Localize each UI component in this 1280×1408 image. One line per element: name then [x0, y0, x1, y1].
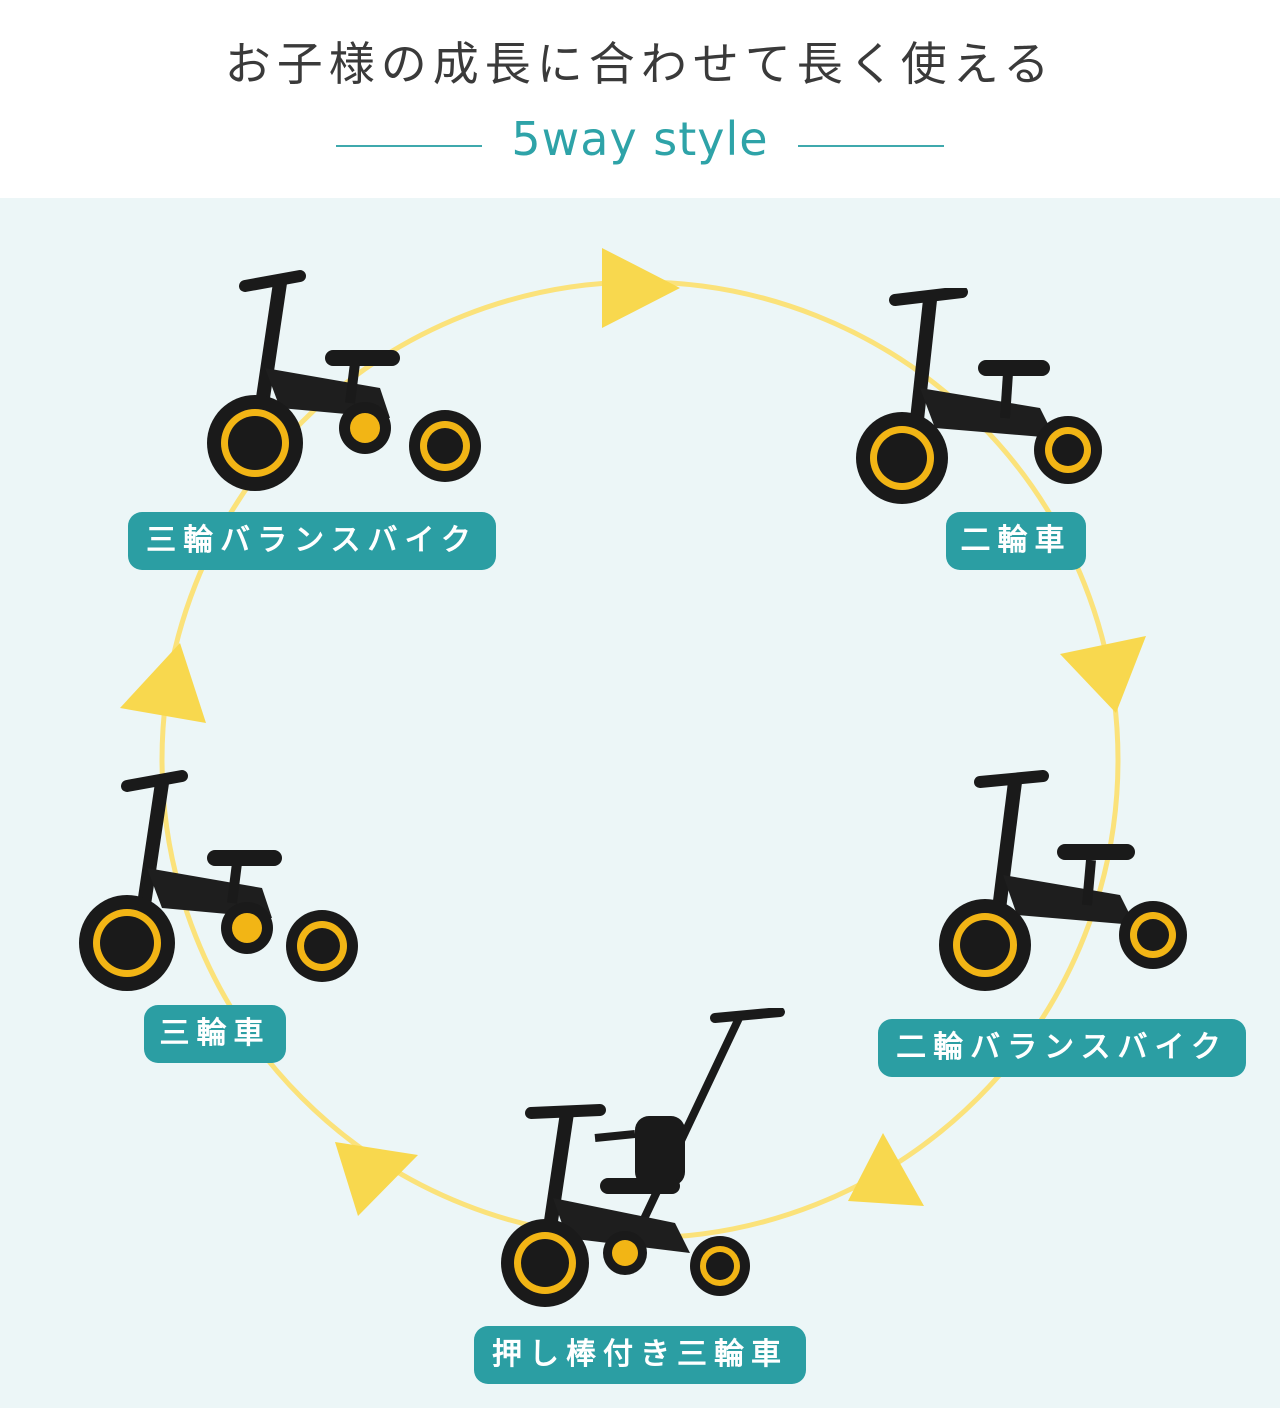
mode-label-push-trike: 押し棒付き三輪車 [474, 1326, 806, 1384]
arrow-bottom-right-icon [848, 1133, 924, 1206]
page-title: お子様の成長に合わせて長く使える [224, 37, 1056, 91]
arrow-right-icon [1060, 636, 1146, 713]
page-subtitle: 5way style [511, 112, 769, 166]
mode-label-pedal-bike: 二輪車 [946, 512, 1086, 570]
pedal-bike-icon [856, 288, 1102, 504]
modes-panel: 三輪バランスバイク 二輪車 二輪バランスバイク 押し棒付き三輪車 [0, 198, 1280, 1408]
arrow-top-icon [602, 248, 680, 328]
subtitle-row: 5way style [0, 112, 1280, 172]
header: お子様の成長に合わせて長く使える 5way style [0, 0, 1280, 198]
tricycle-icon [79, 770, 358, 991]
subtitle-rule-right [798, 145, 944, 147]
mode-label-balance-trike: 三輪バランスバイク [128, 512, 496, 570]
subtitle-rule-left [336, 145, 482, 147]
balance-bike-icon [939, 770, 1187, 991]
mode-label-tricycle: 三輪車 [144, 1005, 286, 1063]
arrow-bottom-left-icon [335, 1142, 418, 1216]
mode-label-balance-bike: 二輪バランスバイク [878, 1019, 1246, 1077]
balance-trike-icon [207, 270, 481, 491]
push-trike-icon [501, 1008, 785, 1307]
arrow-left-icon [120, 643, 206, 723]
